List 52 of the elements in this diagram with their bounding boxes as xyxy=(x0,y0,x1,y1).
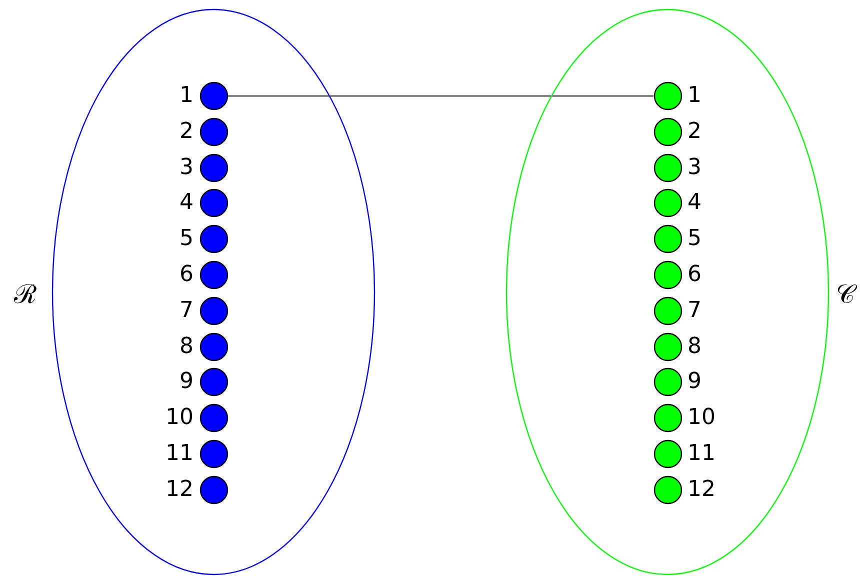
set-label: ℛ xyxy=(12,280,38,310)
circle-marker xyxy=(654,440,682,468)
node-number: 1 xyxy=(180,84,194,108)
node-number: 7 xyxy=(688,298,702,323)
circle-marker xyxy=(200,225,228,254)
circle-marker xyxy=(654,296,682,325)
circle-marker xyxy=(200,189,228,218)
node-number: 7 xyxy=(180,298,194,323)
circle-marker xyxy=(200,82,228,110)
circle-marker xyxy=(200,476,228,504)
node-number: 2 xyxy=(180,120,194,144)
node-number: 5 xyxy=(688,227,702,252)
node-number: 8 xyxy=(180,334,194,359)
circle-marker xyxy=(654,189,682,218)
circle-marker xyxy=(654,368,682,396)
node-number: 4 xyxy=(688,191,702,216)
node-number: 12 xyxy=(166,478,194,502)
set-label: 𝒞 xyxy=(835,280,858,310)
node-number: 8 xyxy=(688,334,702,359)
circle-marker xyxy=(654,332,682,361)
ellipse-outline xyxy=(52,9,375,575)
circle-marker xyxy=(200,368,228,396)
circle-marker xyxy=(654,154,682,182)
node-number: 10 xyxy=(688,406,716,430)
node-number: 3 xyxy=(180,156,194,180)
node-number: 9 xyxy=(688,370,702,394)
node-number: 1 xyxy=(688,84,702,108)
circle-marker xyxy=(654,82,682,110)
circle-marker xyxy=(654,118,682,146)
node-number: 6 xyxy=(180,263,194,287)
circle-marker xyxy=(200,118,228,146)
circle-marker xyxy=(654,225,682,254)
node-number: 6 xyxy=(688,263,702,287)
circle-marker xyxy=(200,440,228,468)
ellipse-outline xyxy=(506,9,829,575)
node-number: 4 xyxy=(180,191,194,216)
node-number: 11 xyxy=(688,442,716,466)
node-number: 3 xyxy=(688,156,702,180)
node-number: 5 xyxy=(180,227,194,252)
circle-marker xyxy=(654,261,682,289)
node-number: 12 xyxy=(688,478,716,502)
circle-marker xyxy=(200,154,228,182)
node-number: 9 xyxy=(180,370,194,394)
circle-marker xyxy=(200,296,228,325)
circle-marker xyxy=(654,476,682,504)
node-number: 10 xyxy=(166,406,194,430)
circle-marker xyxy=(200,261,228,289)
circle-marker xyxy=(200,332,228,361)
circle-marker xyxy=(200,404,228,432)
circle-marker xyxy=(654,404,682,432)
node-number: 2 xyxy=(688,120,702,144)
node-number: 11 xyxy=(166,442,194,466)
